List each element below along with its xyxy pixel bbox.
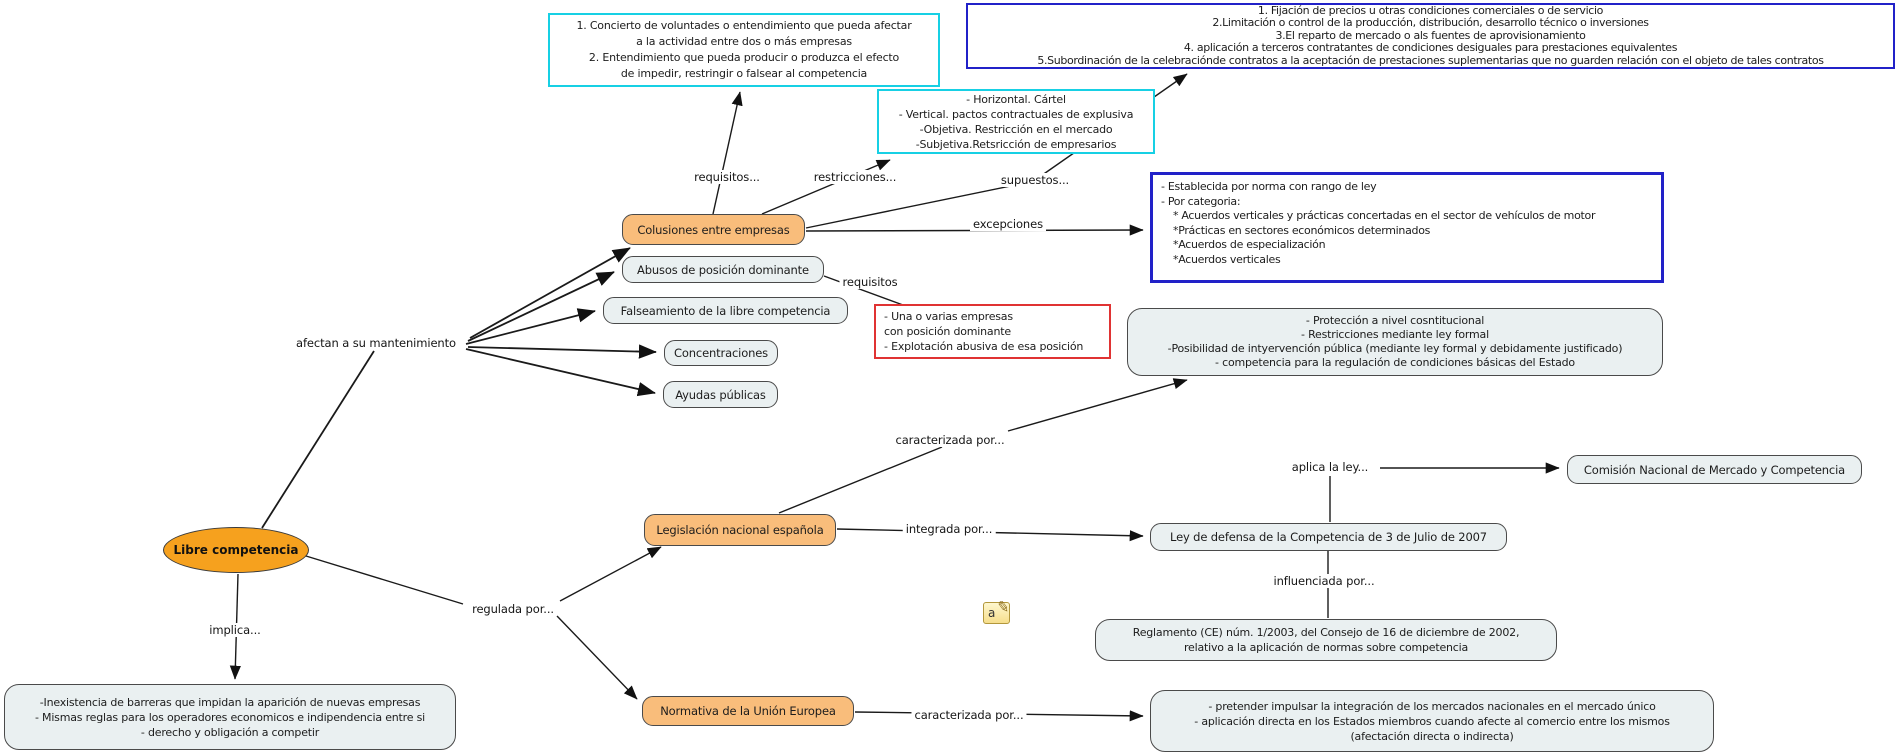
box-excepciones-colusiones[interactable]: - Establecida por norma con rango de ley… — [1150, 172, 1664, 283]
node-legislacion-nacional[interactable]: Legislación nacional española — [644, 514, 836, 546]
box-line: *Prácticas en sectores económicos determ… — [1173, 223, 1431, 237]
box-restricciones-colusiones[interactable]: - Horizontal. Cártel - Vertical. pactos … — [877, 89, 1155, 154]
box-line: 5.Subordinación de la celebraciónde cont… — [1037, 53, 1824, 67]
edge-label-integrada[interactable]: integrada por... — [902, 522, 996, 536]
box-caracteristicas-normativa[interactable]: - pretender impulsar la integración de l… — [1150, 690, 1714, 752]
edge-label-influenciada[interactable]: influenciada por... — [1270, 574, 1378, 588]
box-line: (afectación directa o indirecta) — [1350, 729, 1514, 743]
box-line: relativo a la aplicación de normas sobre… — [1183, 641, 1469, 654]
box-line: - Una o varias empresas — [884, 310, 1013, 323]
box-line: 2. Entendimiento que pueda producir o pr… — [588, 51, 900, 64]
box-supuestos-colusiones[interactable]: 1. Fijación de precios u otras condicion… — [966, 3, 1895, 69]
box-requisitos-colusiones[interactable]: 1. Concierto de voluntades o entendimien… — [548, 13, 940, 87]
edge-label-afectan[interactable]: afectan a su mantenimiento — [293, 336, 459, 350]
box-line: - Restricciones mediante ley formal — [1301, 328, 1489, 341]
edge-label-regulada[interactable]: regulada por... — [469, 602, 557, 616]
box-line: - competencia para la regulación de cond… — [1215, 356, 1575, 369]
box-line: -Posibilidad de intyervención pública (m… — [1167, 342, 1623, 355]
box-line: - Vertical. pactos contractuales de expl… — [898, 107, 1134, 121]
node-ayudas-publicas[interactable]: Ayudas públicas — [663, 381, 778, 408]
box-line: - Protección a nivel cosntitucional — [1305, 314, 1485, 327]
edge-label-caracterizada-ue[interactable]: caracterizada por... — [911, 708, 1027, 722]
box-line: -Subjetiva.Retsricción de empresarios — [915, 137, 1117, 151]
box-line: 2.Limitación o control de la producción,… — [1212, 16, 1649, 30]
edge-label-restricciones-dots[interactable]: restricciones... — [810, 170, 900, 184]
edge-label-supuestos-dots[interactable]: supuestos... — [997, 173, 1073, 187]
node-comision-nacional[interactable]: Comisión Nacional de Mercado y Competenc… — [1567, 455, 1862, 484]
edge-label-caracterizada-nacional[interactable]: caracterizada por... — [892, 433, 1008, 447]
box-line: - Explotación abusiva de esa posición — [884, 340, 1084, 353]
box-reglamento-ce[interactable]: Reglamento (CE) núm. 1/2003, del Consejo… — [1095, 619, 1557, 661]
box-implicaciones[interactable]: -Inexistencia de barreras que impidan la… — [4, 684, 456, 750]
box-line: - pretender impulsar la integración de l… — [1208, 699, 1656, 713]
box-line: - Mismas reglas para los operadores econ… — [34, 710, 426, 724]
edge-label-aplica-la-ley[interactable]: aplica la ley... — [1288, 460, 1372, 474]
box-line: de impedir, restringir o falsear al comp… — [620, 67, 868, 80]
box-line: Reglamento (CE) núm. 1/2003, del Consejo… — [1132, 626, 1520, 639]
node-falseamiento[interactable]: Falseamiento de la libre competencia — [603, 297, 848, 324]
box-line: * Acuerdos verticales y prácticas concer… — [1173, 209, 1596, 222]
box-line: -Inexistencia de barreras que impidan la… — [39, 695, 421, 709]
box-line: -Objetiva. Restricción en el mercado — [919, 122, 1113, 136]
edge-label-requisitos[interactable]: requisitos — [839, 275, 901, 289]
box-line: *Acuerdos verticales — [1173, 252, 1281, 266]
box-line: - Establecida por norma con rango de ley — [1161, 180, 1377, 193]
annotation-icon[interactable]: a ✎ — [983, 597, 1012, 624]
edge-label-implica[interactable]: implica... — [206, 623, 264, 637]
box-line: *Acuerdos de especialización — [1173, 238, 1326, 251]
box-line: - Horizontal. Cártel — [966, 92, 1066, 106]
box-line: - derecho y obligación a competir — [140, 725, 320, 739]
root-node-libre-competencia[interactable]: Libre competencia — [163, 527, 309, 573]
node-concentraciones[interactable]: Concentraciones — [664, 340, 778, 366]
node-abusos[interactable]: Abusos de posición dominante — [622, 256, 824, 283]
node-ley-defensa-competencia[interactable]: Ley de defensa de la Competencia de 3 de… — [1150, 523, 1507, 551]
box-line: 4. aplicación a terceros contratantes de… — [1183, 41, 1678, 55]
box-line: 3.El reparto de mercado o als fuentes de… — [1275, 28, 1586, 42]
node-colusiones[interactable]: Colusiones entre empresas — [622, 214, 805, 245]
annotation-letter: a — [988, 606, 996, 620]
box-caracteristicas-legislacion[interactable]: - Protección a nivel cosntitucional - Re… — [1127, 308, 1663, 376]
box-line: - aplicación directa en los Estados miem… — [1194, 714, 1670, 728]
box-line: 1. Concierto de voluntades o entendimien… — [576, 19, 912, 32]
box-requisitos-abusos[interactable]: - Una o varias empresas con posición dom… — [874, 304, 1111, 359]
box-line: 1. Fijación de precios u otras condicion… — [1257, 3, 1604, 17]
box-line: con posición dominante — [884, 325, 1011, 338]
node-normativa-ue[interactable]: Normativa de la Unión Europea — [642, 696, 854, 726]
edge-label-requisitos-dots[interactable]: requisitos... — [691, 170, 763, 184]
box-line: a la actividad entre dos o más empresas — [636, 35, 852, 48]
edge-label-excepciones[interactable]: excepciones — [970, 217, 1046, 231]
box-line: - Por categoria: — [1161, 194, 1241, 208]
pencil-icon: ✎ — [996, 597, 1012, 617]
